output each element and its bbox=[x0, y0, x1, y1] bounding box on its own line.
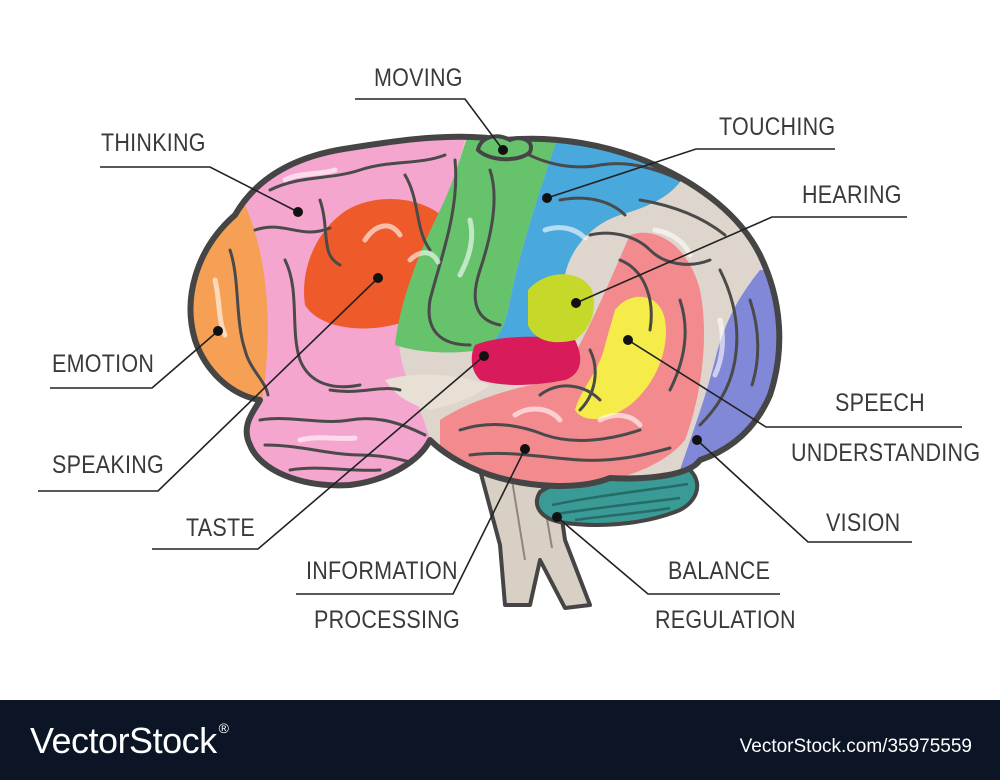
cerebellum-folds bbox=[551, 482, 689, 522]
dot-thinking bbox=[293, 207, 303, 217]
footer-bar: VectorStock® VectorStock.com/35975559 bbox=[0, 700, 1000, 780]
dot-emotion bbox=[213, 326, 223, 336]
dot-vision bbox=[692, 435, 702, 445]
leader-vision bbox=[696, 439, 912, 543]
diagram-stage: MOVING THINKING TOUCHING HEARING EMOTION… bbox=[38, 64, 981, 634]
leader-taste bbox=[152, 355, 485, 550]
label-balance-line2: REGULATION bbox=[655, 606, 796, 634]
brand-name: VectorStock bbox=[30, 720, 217, 761]
leader-emotion bbox=[50, 330, 219, 389]
label-hearing: HEARING bbox=[802, 181, 902, 209]
lateral-sulcus bbox=[385, 374, 490, 410]
label-balance-line1: BALANCE bbox=[668, 557, 771, 585]
dot-speech bbox=[623, 335, 633, 345]
gloss-highlights bbox=[212, 167, 725, 443]
label-taste: TASTE bbox=[186, 514, 255, 542]
leader-moving bbox=[355, 98, 504, 151]
label-speaking: SPEAKING bbox=[52, 451, 165, 479]
label-emotion: EMOTION bbox=[52, 350, 155, 378]
leader-touching bbox=[546, 148, 835, 199]
dot-taste bbox=[479, 351, 489, 361]
leader-lines bbox=[38, 98, 962, 595]
motor-region bbox=[395, 136, 560, 353]
label-thinking: THINKING bbox=[101, 129, 206, 157]
label-vision: VISION bbox=[826, 509, 901, 537]
brand-logo: VectorStock® bbox=[30, 720, 229, 762]
label-information-line1: INFORMATION bbox=[306, 557, 458, 585]
wernicke-region bbox=[575, 296, 666, 420]
leader-dots bbox=[213, 145, 702, 522]
dot-balance bbox=[552, 512, 562, 522]
leader-information bbox=[296, 448, 526, 595]
dot-moving bbox=[498, 145, 508, 155]
leader-speaking bbox=[38, 277, 379, 492]
gustatory-region bbox=[471, 336, 581, 385]
dot-information bbox=[520, 444, 530, 454]
dot-touching bbox=[542, 193, 552, 203]
brain-diagram bbox=[38, 98, 962, 610]
image-reference: VectorStock.com/35975559 bbox=[739, 736, 972, 757]
label-speech-line1: SPEECH bbox=[835, 389, 925, 417]
label-moving: MOVING bbox=[374, 64, 463, 92]
leader-speech bbox=[627, 339, 962, 428]
gyri-folds bbox=[228, 148, 760, 472]
label-information-line2: PROCESSING bbox=[314, 606, 460, 634]
label-speech-line2: UNDERSTANDING bbox=[791, 439, 981, 467]
dot-hearing bbox=[571, 298, 581, 308]
auditory-region bbox=[528, 274, 595, 343]
leader-balance bbox=[556, 516, 780, 595]
registered-mark: ® bbox=[218, 720, 229, 736]
dot-speaking bbox=[373, 273, 383, 283]
leader-hearing bbox=[575, 216, 907, 304]
label-touching: TOUCHING bbox=[719, 113, 836, 141]
leader-thinking bbox=[100, 166, 299, 213]
